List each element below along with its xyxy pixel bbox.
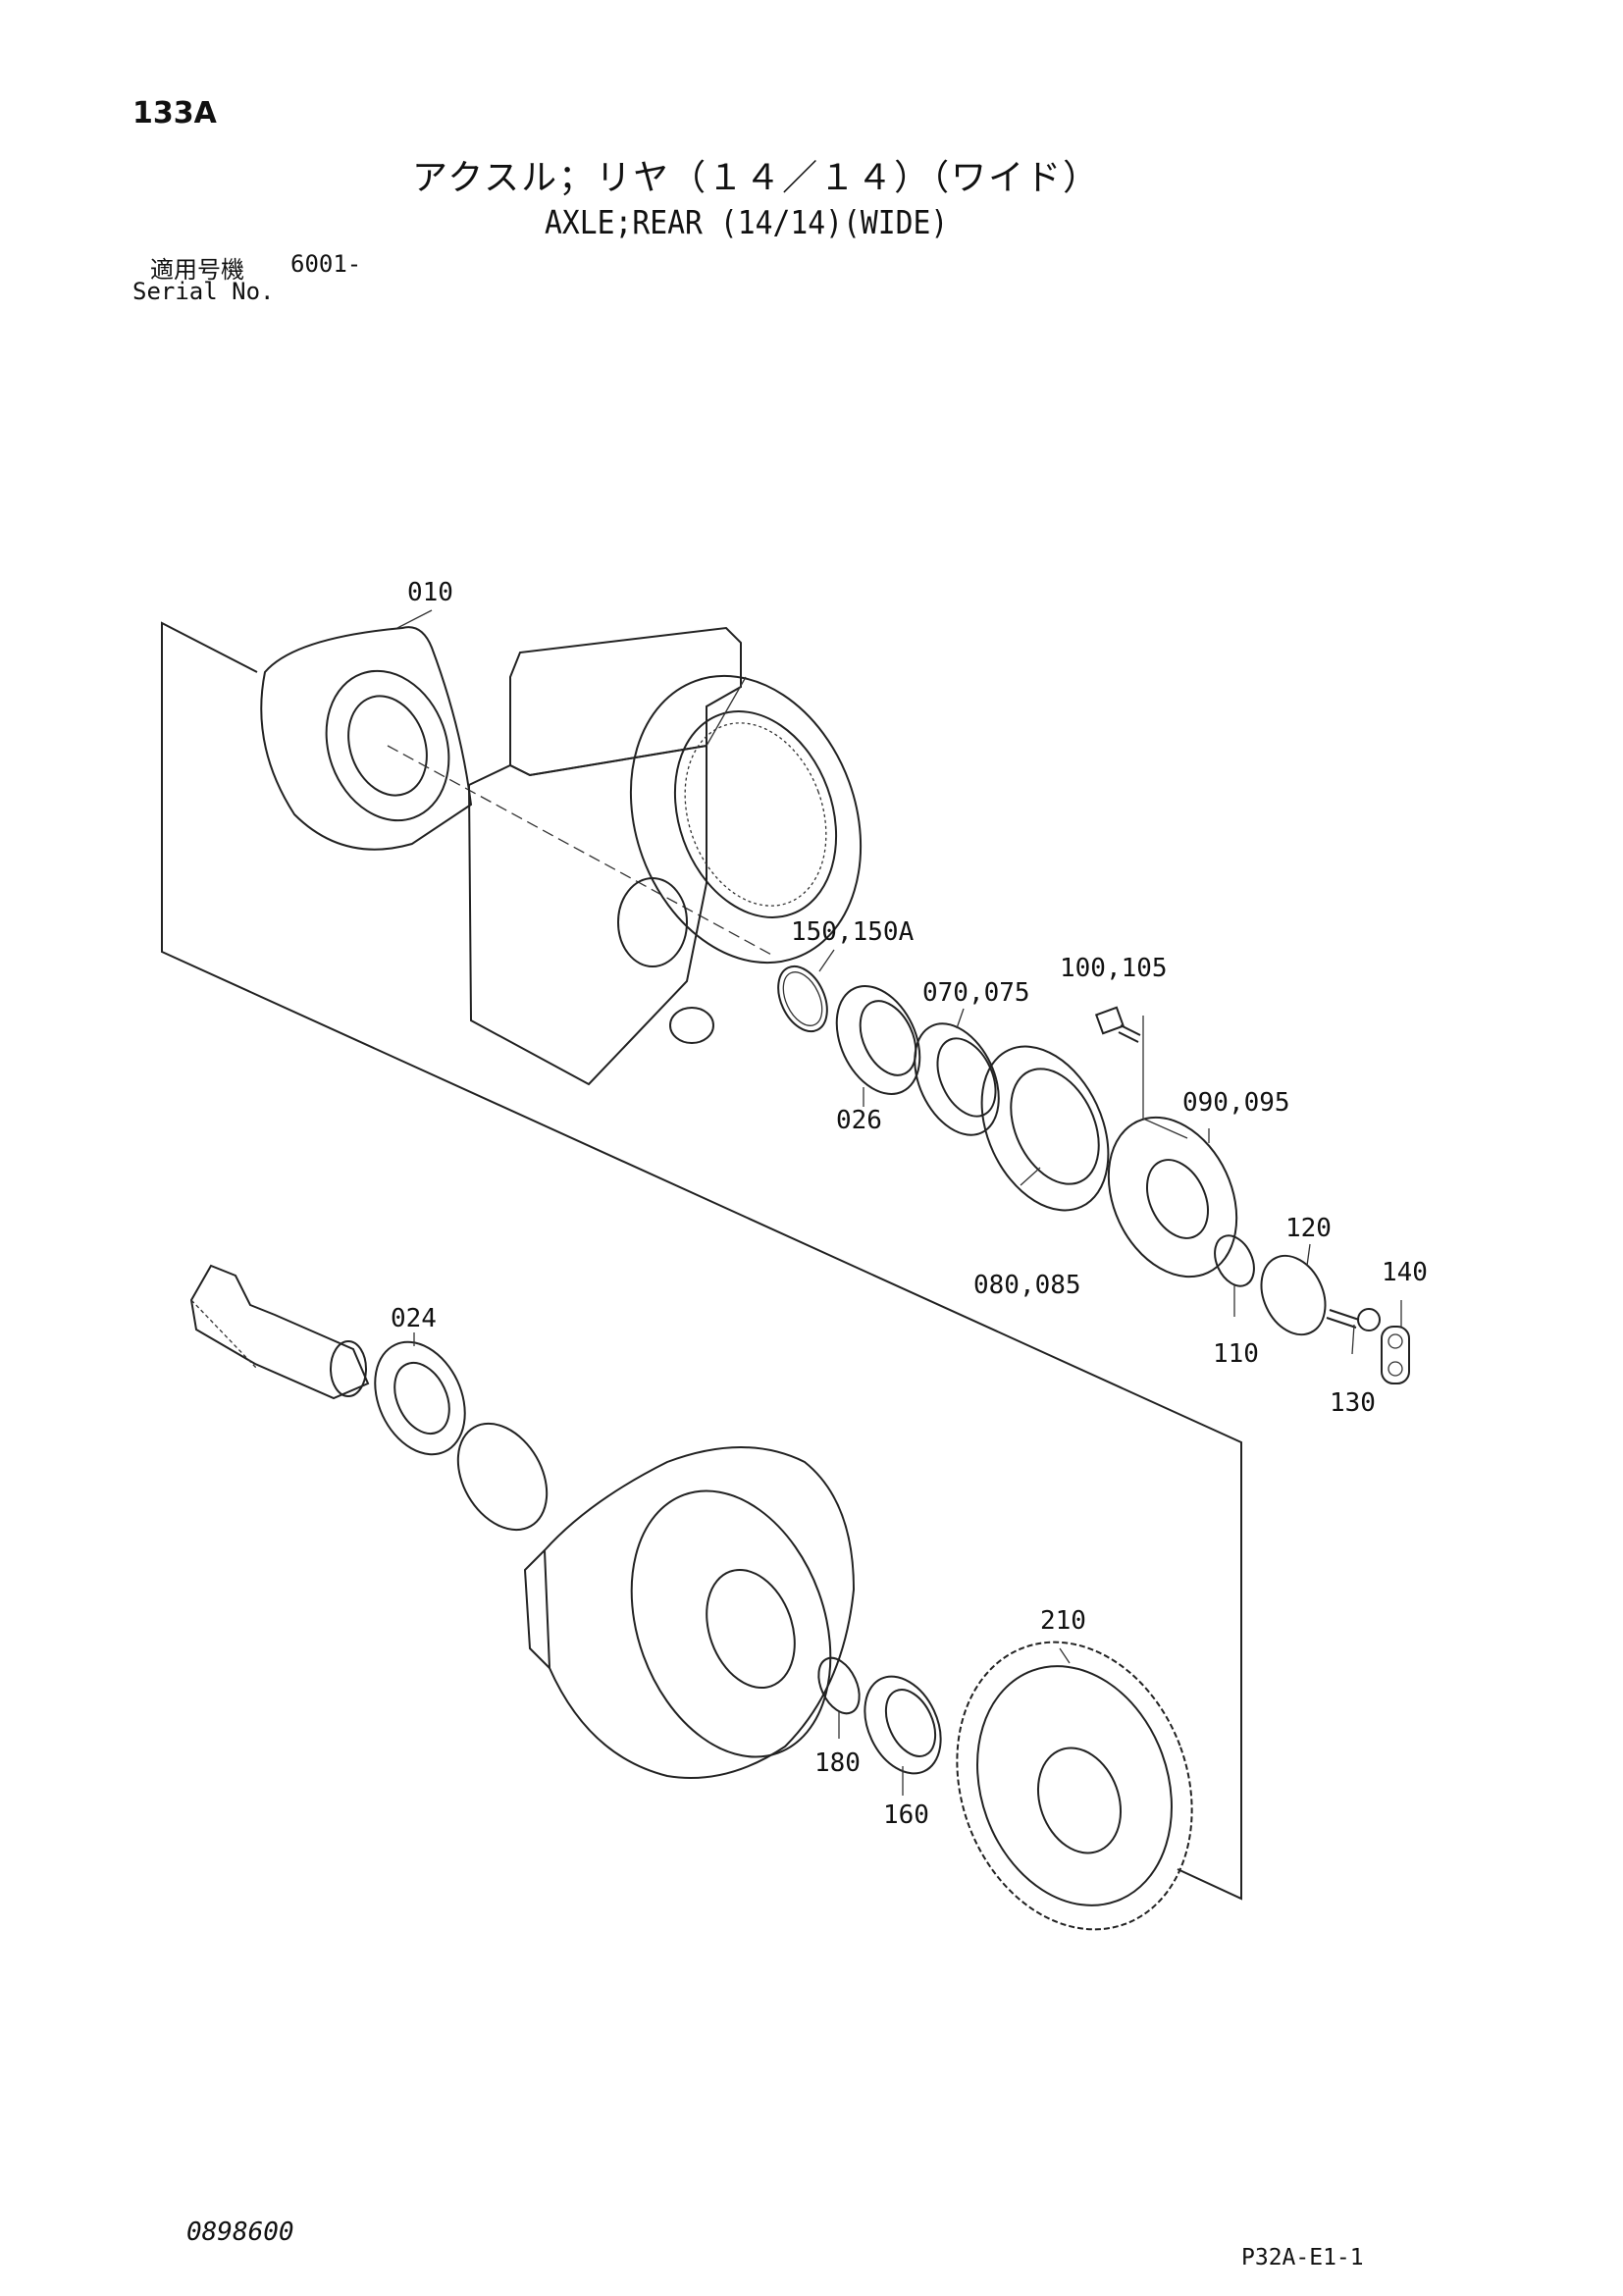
- cover-plate-drawing: [260, 626, 776, 958]
- part-label-180: 180: [814, 1748, 861, 1778]
- bearing-024-drawing: [374, 1340, 466, 1456]
- assembly-bounding-lines: [161, 621, 1242, 1901]
- part-label-026: 026: [836, 1106, 882, 1135]
- bearing-026-drawing: [835, 985, 921, 1095]
- part-label-080: 080,085: [973, 1271, 1081, 1300]
- title-japanese: アクスル；リヤ（１４／１４）（ワイド）: [412, 158, 1101, 198]
- serial-label-english: Serial No.: [132, 278, 275, 305]
- gear-210-drawing: [956, 1641, 1193, 1931]
- pinion-shaft-drawing: [189, 1264, 370, 1400]
- part-label-160: 160: [883, 1800, 929, 1830]
- plate-120-drawing: [1260, 1254, 1327, 1336]
- serial-number-value: 6001-: [290, 250, 362, 278]
- bolt-130-drawing: [1326, 1308, 1381, 1331]
- page-reference: P32A-E1-1: [1241, 2245, 1364, 2270]
- part-label-120: 120: [1285, 1214, 1332, 1243]
- bolt-100-drawing: [1094, 1006, 1141, 1043]
- part-label-100: 100,105: [1060, 954, 1168, 983]
- seal-160-drawing: [864, 1675, 942, 1775]
- carrier-housing-drawing: [523, 1446, 856, 1779]
- o-ring-110-drawing: [1214, 1234, 1255, 1287]
- shim-ring-drawing: [456, 1422, 549, 1532]
- part-label-130: 130: [1330, 1388, 1376, 1418]
- snap-ring-150-drawing: [777, 965, 828, 1033]
- part-label-070: 070,075: [922, 978, 1030, 1008]
- axle-housing-drawing: [467, 626, 863, 1086]
- ring-180-drawing: [817, 1656, 861, 1715]
- part-label-140: 140: [1382, 1258, 1428, 1287]
- lock-plate-140-drawing: [1381, 1326, 1410, 1384]
- leader-lines: [396, 609, 1402, 1796]
- title-english: AXLE;REAR (14/14)(WIDE): [545, 203, 949, 241]
- part-label-024: 024: [391, 1304, 437, 1333]
- part-label-110: 110: [1213, 1339, 1259, 1369]
- document-number: 0898600: [186, 2218, 294, 2247]
- flange-090-drawing: [1107, 1016, 1238, 1278]
- part-label-150: 150,150A: [791, 917, 915, 947]
- part-label-210: 210: [1040, 1606, 1086, 1636]
- seal-080-drawing: [980, 1045, 1110, 1212]
- part-label-090: 090,095: [1182, 1088, 1290, 1118]
- part-label-010: 010: [407, 578, 453, 607]
- page-code: 133A: [132, 96, 217, 130]
- serial-label-japanese: 適用号機: [150, 256, 244, 284]
